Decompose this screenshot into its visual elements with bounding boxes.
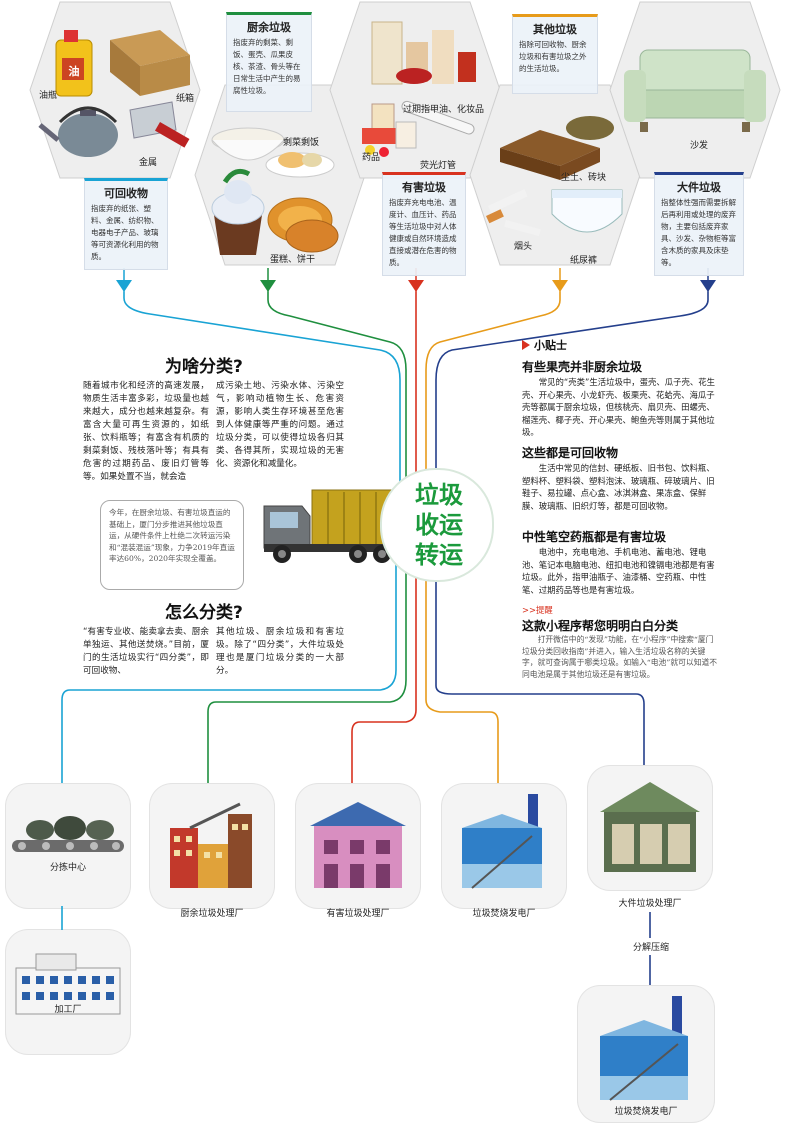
arrow-hazardous xyxy=(408,280,424,292)
slogan-circle xyxy=(380,468,494,582)
facility-incinerator-label: 垃圾焚烧发电厂 xyxy=(472,909,536,919)
rice-bowl-icon xyxy=(211,127,285,161)
label-cigarette: 烟头 xyxy=(514,242,533,252)
oil-bottle-logo: 油 xyxy=(69,64,80,78)
label-leftovers: 剩菜剩饭 xyxy=(283,138,320,148)
arrow-kitchen xyxy=(260,280,276,292)
category-title: 有害垃圾 xyxy=(402,181,446,194)
biscuit-icon xyxy=(267,197,339,253)
remind-label: >>提醒 xyxy=(522,605,553,615)
fluorescent-tube-icon xyxy=(401,100,475,135)
facility-processing-label: 加工厂 xyxy=(54,1005,82,1015)
label-oil-bottle: 油瓶 xyxy=(39,91,58,101)
facility-kitchen-plant xyxy=(150,784,274,908)
knife-icon xyxy=(129,101,190,148)
label-dust-brick: 尘土、砖块 xyxy=(561,173,607,183)
label-metal: 金属 xyxy=(139,158,158,168)
conveyor-icon xyxy=(12,816,124,852)
facility-bulky-label: 大件垃圾处理厂 xyxy=(618,899,682,909)
category-hexagons: 油 xyxy=(29,1,781,292)
medicine-icon xyxy=(362,103,417,157)
slogan-line3: 转运 xyxy=(415,541,463,569)
facility-incinerator2-label: 垃圾焚烧发电厂 xyxy=(614,1107,678,1117)
slogan-line2: 收运 xyxy=(415,511,463,539)
tips-s3-title: 中性笔空药瓶都是有害垃圾 xyxy=(522,530,667,544)
arrow-other xyxy=(552,280,568,292)
facility-sorting-center xyxy=(6,784,130,908)
kettle-icon xyxy=(38,106,118,157)
category-other: 其他垃圾 指除可回收物、厨余垃圾和有害垃圾之外的生活垃圾。 xyxy=(512,14,598,94)
slogan-line1: 垃圾 xyxy=(415,481,463,509)
how-col1: “有害专业收、能卖拿去卖、厨余单独运、其他送焚烧。”目前，厦门的生活垃圾实行“四… xyxy=(83,627,209,676)
category-kitchen: 厨余垃圾 指废弃的剩菜、剩饭、蛋壳、瓜果皮核、茶渣、骨头等在日常生活中产生的易腐… xyxy=(226,12,312,112)
arrow-bulky xyxy=(700,280,716,292)
category-desc: 指废弃的纸张、塑料、金属、纺织物、电器电子产品、玻璃等可资源化利用的物质。 xyxy=(91,204,159,261)
facility-bulky-plant xyxy=(588,766,712,890)
label-cosmetics: 过期指甲油、化妆品 xyxy=(403,105,485,115)
cupcake-icon xyxy=(211,168,265,255)
sofa-icon xyxy=(624,49,766,132)
label-cake: 蛋糕、饼干 xyxy=(270,255,316,265)
category-desc: 指废弃的剩菜、剩饭、蛋壳、瓜果皮核、茶渣、骨头等在日常生活中产生的易腐性垃圾。 xyxy=(233,38,301,95)
arrow-recyclable xyxy=(116,280,132,292)
direct-transport-note: 今年，在厨余垃圾、有害垃圾直运的基础上，厦门分步推进其他垃圾直运，从硬件条件上杜… xyxy=(100,500,244,590)
tips-s2-text: 生活中常见的信封、硬纸板、旧书包、饮料瓶、塑料杯、塑料袋、塑料泡沫、玻璃瓶、碎玻… xyxy=(522,463,715,511)
category-hazardous: 有害垃圾 指废弃充电电池、温度计、血压计、药品等生活垃圾中对人体健康或自然环境造… xyxy=(382,172,466,276)
remind-title: 这款小程序帮您明明白白分类 xyxy=(522,619,679,633)
cosmetics-icon xyxy=(371,21,476,85)
tips-s1-text: 常见的“壳类”生活垃圾中，蛋壳、瓜子壳、花生壳、开心果壳、小龙虾壳、板栗壳、花蛤… xyxy=(522,377,715,438)
category-bulky: 大件垃圾 指整体性强而需要拆解后再利用或处理的废弃物，主要包括废弃家具、沙发、杂… xyxy=(654,172,744,276)
facility-kitchen-label: 厨余垃圾处理厂 xyxy=(180,909,244,919)
facility-hazard-label: 有害垃圾处理厂 xyxy=(326,909,390,919)
tips-s1-title: 有些果壳并非厨余垃圾 xyxy=(522,360,643,374)
bulky-to-incinerator-line xyxy=(61,906,651,986)
facility-incinerator xyxy=(442,784,566,908)
how-col2: 其他垃圾、厨余垃圾和有害垃圾。除了“四分类”，大件垃圾处理也是厦门垃圾分类的一大… xyxy=(216,627,344,676)
tips-s3-text: 电池中，充电电池、手机电池、蓄电池、锂电池、笔记本电脑电池、纽扣电池和镍镉电池都… xyxy=(522,547,715,595)
category-recyclable: 可回收物 指废弃的纸张、塑料、金属、纺织物、电器电子产品、玻璃等可资源化利用的物… xyxy=(84,178,168,270)
dust-brick-icon xyxy=(500,116,614,180)
category-title: 厨余垃圾 xyxy=(247,21,291,34)
label-lamp: 荧光灯管 xyxy=(420,161,457,171)
category-desc: 指除可回收物、厨余垃圾和有害垃圾之外的生活垃圾。 xyxy=(519,40,587,73)
facility-hazard-plant xyxy=(296,784,420,908)
tips-marker-icon xyxy=(522,340,530,350)
tips-s2-title: 这些都是可回收物 xyxy=(522,446,619,460)
label-diaper: 纸尿裤 xyxy=(570,256,598,266)
facility-processing xyxy=(6,930,130,1054)
incinerator-icon xyxy=(462,794,542,889)
remind-text: 打开微信中的“发现”功能，在“小程序”中搜索“厦门垃圾分类回收指南”并进入，输入… xyxy=(522,635,718,679)
label-sofa: 沙发 xyxy=(690,141,709,151)
factory-icon xyxy=(15,953,121,1015)
category-title: 大件垃圾 xyxy=(677,181,721,194)
category-title: 其他垃圾 xyxy=(533,23,577,36)
how-title: 怎么分类? xyxy=(165,603,243,623)
category-desc: 指整体性强而需要拆解后再利用或处理的废弃物，主要包括废弃家具、沙发、杂物柜等富含… xyxy=(661,198,736,267)
label-medicine: 药品 xyxy=(362,153,381,163)
label-cardboard: 纸箱 xyxy=(176,94,195,104)
facility-sorting-label: 分拣中心 xyxy=(49,863,86,873)
why-col1: 随着城市化和经济的高速发展，物质生活丰富多彩，垃圾量也越来越大，成分也越来越复杂… xyxy=(83,381,209,482)
hex-hazardous xyxy=(329,1,501,179)
why-col2: 成污染土地、污染水体、污染空气，影响动植物生长、危害资源，影响人类生存环境甚至危… xyxy=(216,381,344,469)
category-desc: 指废弃充电电池、温度计、血压计、药品等生活垃圾中对人体健康或自然环境造成直接或潜… xyxy=(389,198,457,267)
tips-title: 小贴士 xyxy=(534,339,567,352)
hazard-plant-icon xyxy=(310,802,406,888)
bulky-plant-icon xyxy=(600,782,700,872)
leftovers-plate-icon xyxy=(265,152,335,178)
cardboard-box-icon xyxy=(110,30,190,96)
diaper-icon xyxy=(551,189,623,233)
oil-bottle-icon xyxy=(55,30,93,97)
facility-incinerator-2 xyxy=(578,986,714,1122)
category-title: 可回收物 xyxy=(104,187,148,200)
why-title: 为啥分类? xyxy=(165,357,243,377)
flow-lines xyxy=(61,292,709,790)
incinerator-icon xyxy=(600,996,688,1101)
cigarette-icon xyxy=(486,189,541,237)
compress-label: 分解压缩 xyxy=(630,938,673,955)
kitchen-plant-icon xyxy=(170,802,252,888)
